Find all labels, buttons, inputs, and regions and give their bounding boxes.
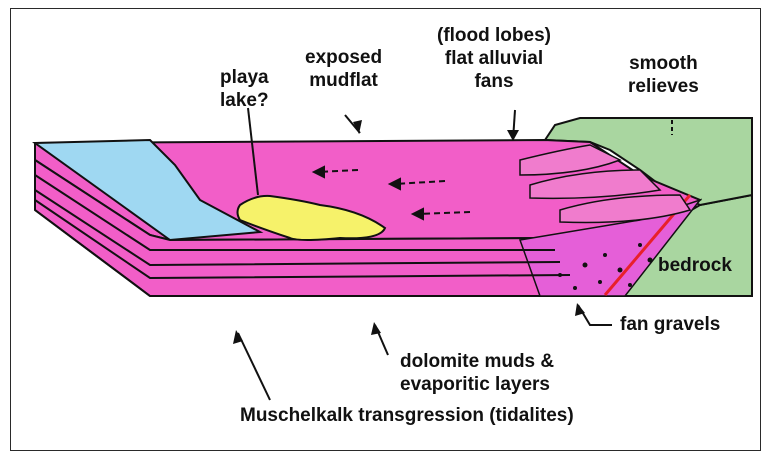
label-playa-lake: playa lake? [220, 66, 269, 112]
label-bedrock: bedrock [658, 254, 732, 277]
label-exposed-mudflat: exposed mudflat [305, 46, 382, 92]
label-muschelkalk: Muschelkalk transgression (tidalites) [240, 404, 574, 427]
label-fan-gravels: fan gravels [620, 313, 720, 336]
label-dolomite-muds: dolomite muds & evaporitic layers [400, 350, 554, 396]
label-smooth-relieves: smooth relieves [628, 52, 699, 98]
label-alluvial-fans: (flood lobes) flat alluvial fans [437, 24, 551, 93]
